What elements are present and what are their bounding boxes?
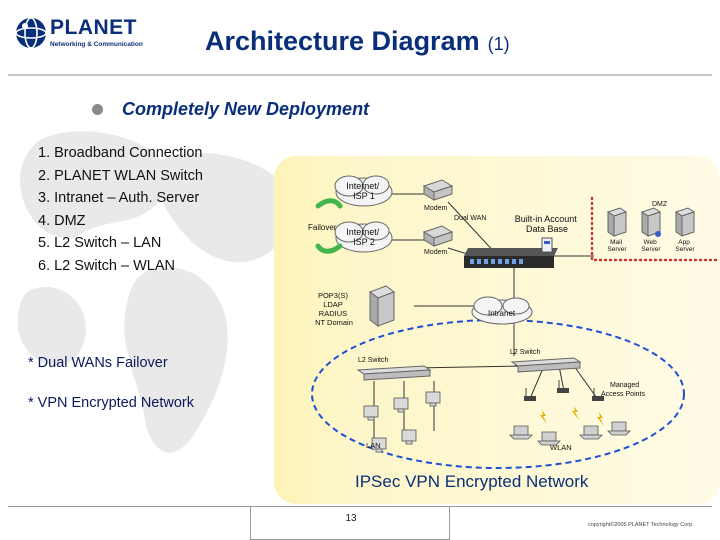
failover-label: Failover [308, 223, 337, 232]
account-db-line2: Data Base [526, 224, 568, 234]
mail-server-icon [606, 207, 628, 237]
title-number: (1) [487, 34, 510, 54]
page-number: 13 [345, 513, 357, 524]
wireless-signal-icon [540, 406, 604, 426]
failover-arrows-icon [315, 198, 343, 254]
l2-switch-lan-icon [356, 365, 432, 381]
logo-wordmark: PLANET [50, 16, 137, 39]
mail-server-line1: Mail [610, 239, 622, 246]
bullet-heading: Completely New Deployment [122, 99, 370, 119]
cloud-isp2-icon [334, 221, 393, 253]
planet-globe-icon [15, 17, 47, 49]
auth-line2: LDAP [323, 300, 343, 309]
cloud-isp1-icon [334, 175, 393, 207]
laptop-icon [509, 421, 631, 446]
page-number-box: 13 [250, 506, 450, 540]
isp1-line1: Internet/ [346, 181, 380, 191]
mail-server-line2: Server [607, 246, 627, 253]
app-server-icon [674, 207, 696, 237]
footer-divider [8, 506, 712, 507]
dmz-label: DMZ [652, 201, 668, 208]
access-point-icon [524, 380, 604, 401]
planet-logo [10, 14, 140, 56]
step-item: 3. Intranet – Auth. Server [38, 190, 200, 206]
svg-text:Internet/ ISP 2: Internet/ ISP 2 [346, 227, 382, 247]
page-title: Architecture Diagram (1) [205, 26, 510, 57]
intranet-label: Intranet [488, 309, 516, 318]
auth-server-icon [368, 285, 396, 327]
isp2-line2: ISP 2 [353, 237, 375, 247]
managed-ap-line1: Managed [610, 382, 639, 389]
svg-text:Built-in Account Data Base: Built-in Account Data Base [515, 214, 580, 234]
title-text: Architecture Diagram [205, 26, 480, 56]
lan-pc-icon [363, 391, 441, 453]
web-server-line2: Server [641, 246, 661, 253]
managed-ap-line2: Access Points [601, 391, 645, 398]
l2-switch-wlan-icon [510, 357, 582, 373]
database-icon [541, 237, 553, 253]
step-item: 4. DMZ [38, 212, 86, 229]
auth-line3: RADIUS [319, 309, 347, 318]
web-server-icon [640, 207, 662, 237]
step-item: 6. L2 Switch – WLAN [38, 257, 175, 274]
wlan-label: WLAN [550, 443, 572, 452]
modem-1-label: Modem [424, 205, 448, 212]
modem-2-icon [422, 225, 454, 247]
isp2-line1: Internet/ [346, 227, 380, 237]
auth-line4: NT Domain [315, 318, 353, 327]
header-divider [8, 74, 712, 76]
l2-switch-wlan-label: L2 Switch [510, 349, 540, 356]
cloud-intranet-icon [471, 296, 533, 325]
dual-wan-label: Dual WAN [454, 215, 486, 222]
copyright-notice: copyright©2005 PLANET Technology Corp. [588, 522, 694, 528]
svg-text:POP3(S) LDAP RADIUS: POP3(S) LDAP RADIUS NT Domain [315, 291, 353, 327]
app-server-line2: Server [675, 246, 695, 253]
network-diagram: Internet/ ISP 1 Internet/ ISP 2 Failover… [274, 156, 720, 504]
step-item: 1. Broadband Connection [38, 145, 203, 161]
step-item: 5. L2 Switch – LAN [38, 235, 162, 251]
note-dual-wan: * Dual WANs Failover [28, 355, 168, 371]
step-item: 2. PLANET WLAN Switch [38, 167, 203, 184]
auth-line1: POP3(S) [318, 291, 349, 300]
app-server-line1: App [678, 239, 690, 246]
dmz-boundary [590, 196, 720, 262]
svg-text:Internet/ ISP 1: Internet/ ISP 1 [346, 181, 382, 201]
modem-2-label: Modem [424, 249, 448, 256]
deployment-steps: 1. Broadband Connection 2. PLANET WLAN S… [38, 145, 203, 280]
logo-tagline: Networking & Communication [50, 41, 143, 48]
ipsec-caption: IPSec VPN Encrypted Network [355, 472, 589, 491]
svg-text:Managed Access Points: Managed Access Points [601, 382, 645, 398]
account-db-line1: Built-in Account [515, 214, 578, 224]
svg-text:Mail Server: Mail Server [607, 239, 627, 253]
note-vpn: * VPN Encrypted Network [28, 395, 195, 411]
svg-text:App Server: App Server [675, 239, 695, 253]
wlan-switch-icon [464, 248, 558, 268]
lan-label: LAN [366, 441, 381, 450]
bullet-dot-icon [92, 104, 103, 115]
world-map-backdrop [17, 131, 291, 453]
l2-switch-lan-label: L2 Switch [358, 357, 388, 364]
modem-1-icon [422, 179, 454, 201]
web-server-line1: Web [643, 239, 657, 246]
isp1-line2: ISP 1 [353, 191, 375, 201]
svg-text:Web Server: Web Server [641, 239, 661, 253]
